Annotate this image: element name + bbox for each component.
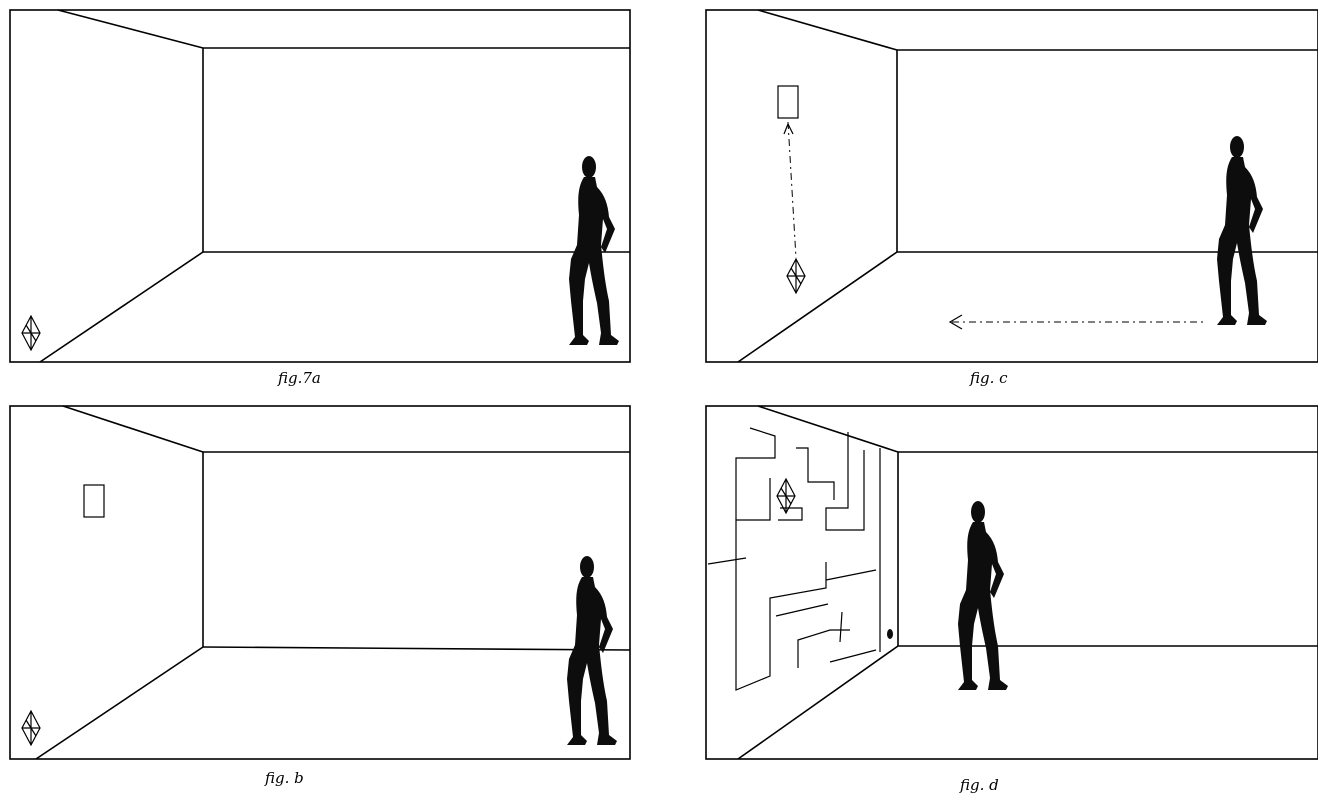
wall-maze (707, 427, 881, 691)
panel-c-caption: fig. c (969, 369, 1008, 387)
diamond-object-icon (786, 258, 806, 294)
panel-c: fig. c (705, 9, 1318, 387)
panel-a-frame (9, 9, 631, 363)
arrow-head-up-icon (783, 122, 794, 135)
floor-edge (737, 645, 899, 760)
ceiling-edge (757, 405, 899, 453)
ceiling-edge (62, 405, 204, 453)
arrow-head-left-icon (948, 314, 963, 330)
panel-d: fig. d (705, 405, 1318, 794)
panel-d-caption: fig. d (959, 776, 999, 794)
floor-edge (39, 251, 204, 363)
panel-b: fig. b (9, 405, 631, 787)
wall-frame-icon (777, 85, 799, 119)
panel-d-frame (705, 405, 1318, 760)
person-silhouette (1217, 136, 1267, 325)
maze-ball-icon (887, 629, 893, 639)
person-silhouette (958, 501, 1008, 690)
person-silhouette (569, 156, 619, 345)
vertical-motion-arrow (787, 121, 797, 259)
floor-edge (737, 251, 898, 363)
diamond-object-icon (21, 315, 41, 351)
panel-b-frame (9, 405, 631, 760)
diamond-object-icon (21, 710, 41, 746)
back-wall-bottom (202, 646, 631, 651)
ceiling-edge (757, 9, 898, 51)
panel-a-caption: fig.7a (277, 369, 321, 387)
floor-edge (35, 646, 204, 760)
panel-a: fig.7a (9, 9, 631, 387)
wall-frame-icon (83, 484, 105, 518)
ceiling-edge (57, 9, 204, 49)
panel-b-caption: fig. b (264, 769, 304, 787)
panel-c-frame (705, 9, 1318, 363)
